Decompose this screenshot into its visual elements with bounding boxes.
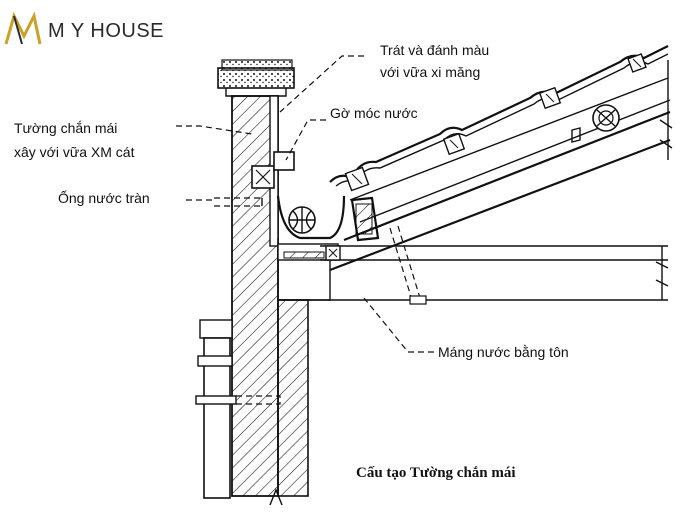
label-plaster: Trát và đánh màu <box>380 42 489 58</box>
label-overflow-pipe: Ống nước tràn <box>58 189 150 206</box>
logo-mark-icon <box>4 11 42 45</box>
label-parapet-wall: Tường chắn mái <box>14 120 117 136</box>
leader-plaster <box>279 55 364 113</box>
ceiling-beams <box>278 245 669 301</box>
leader-lines <box>176 55 434 353</box>
label-parapet-wall-line2: xây với vữa XM cát <box>14 144 135 160</box>
logo-text: M Y HOUSE <box>48 20 164 42</box>
roof-tiles <box>325 45 669 261</box>
label-gutter: Máng nước bằng tôn <box>438 344 569 360</box>
metal-gutter <box>276 195 346 301</box>
label-drip-edge: Gờ móc nước <box>330 105 418 121</box>
downpipe <box>195 319 281 499</box>
leader-drip <box>285 119 326 161</box>
overflow-pipe <box>214 197 263 207</box>
wall-coping <box>217 59 295 97</box>
leader-gutter <box>363 297 434 353</box>
roof-structure <box>329 60 673 305</box>
diagram-caption: Cấu tạo Tường chắn mái <box>356 465 516 481</box>
leader-wall <box>176 125 253 135</box>
brand-logo: M Y HOUSE <box>4 11 164 45</box>
label-plaster-line2: với vữa xi măng <box>380 64 480 80</box>
